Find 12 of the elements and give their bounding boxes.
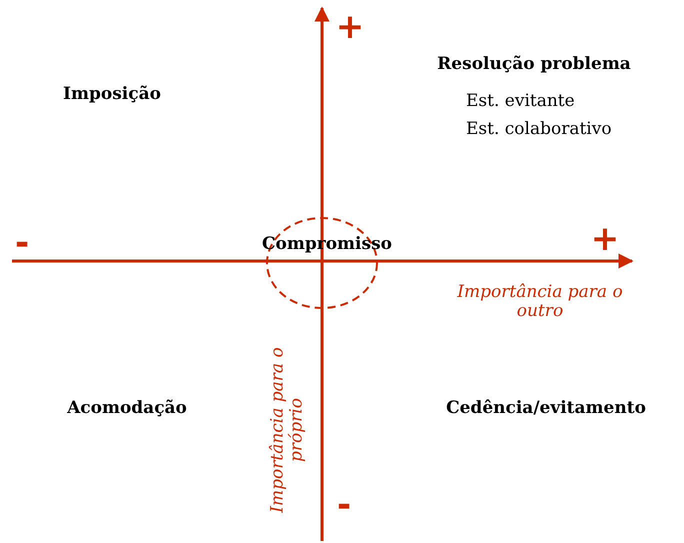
minus-sign: - — [14, 226, 30, 260]
style-label: Est. colaborativo — [466, 120, 612, 139]
quadrant-title: Resolução problema — [437, 55, 631, 74]
plus-sign: + — [336, 10, 364, 44]
axis-title: Importância para o outro — [456, 283, 624, 320]
style-label: Est. evitante — [466, 92, 575, 111]
quadrant-title: Cedência/evitamento — [446, 399, 646, 418]
minus-sign: - — [336, 488, 352, 522]
plus-sign: + — [590, 222, 620, 256]
quadrant-title: Acomodação — [67, 399, 187, 418]
axis-title: Importância para o próprio — [268, 346, 306, 515]
quadrant-title: Imposição — [63, 85, 161, 104]
